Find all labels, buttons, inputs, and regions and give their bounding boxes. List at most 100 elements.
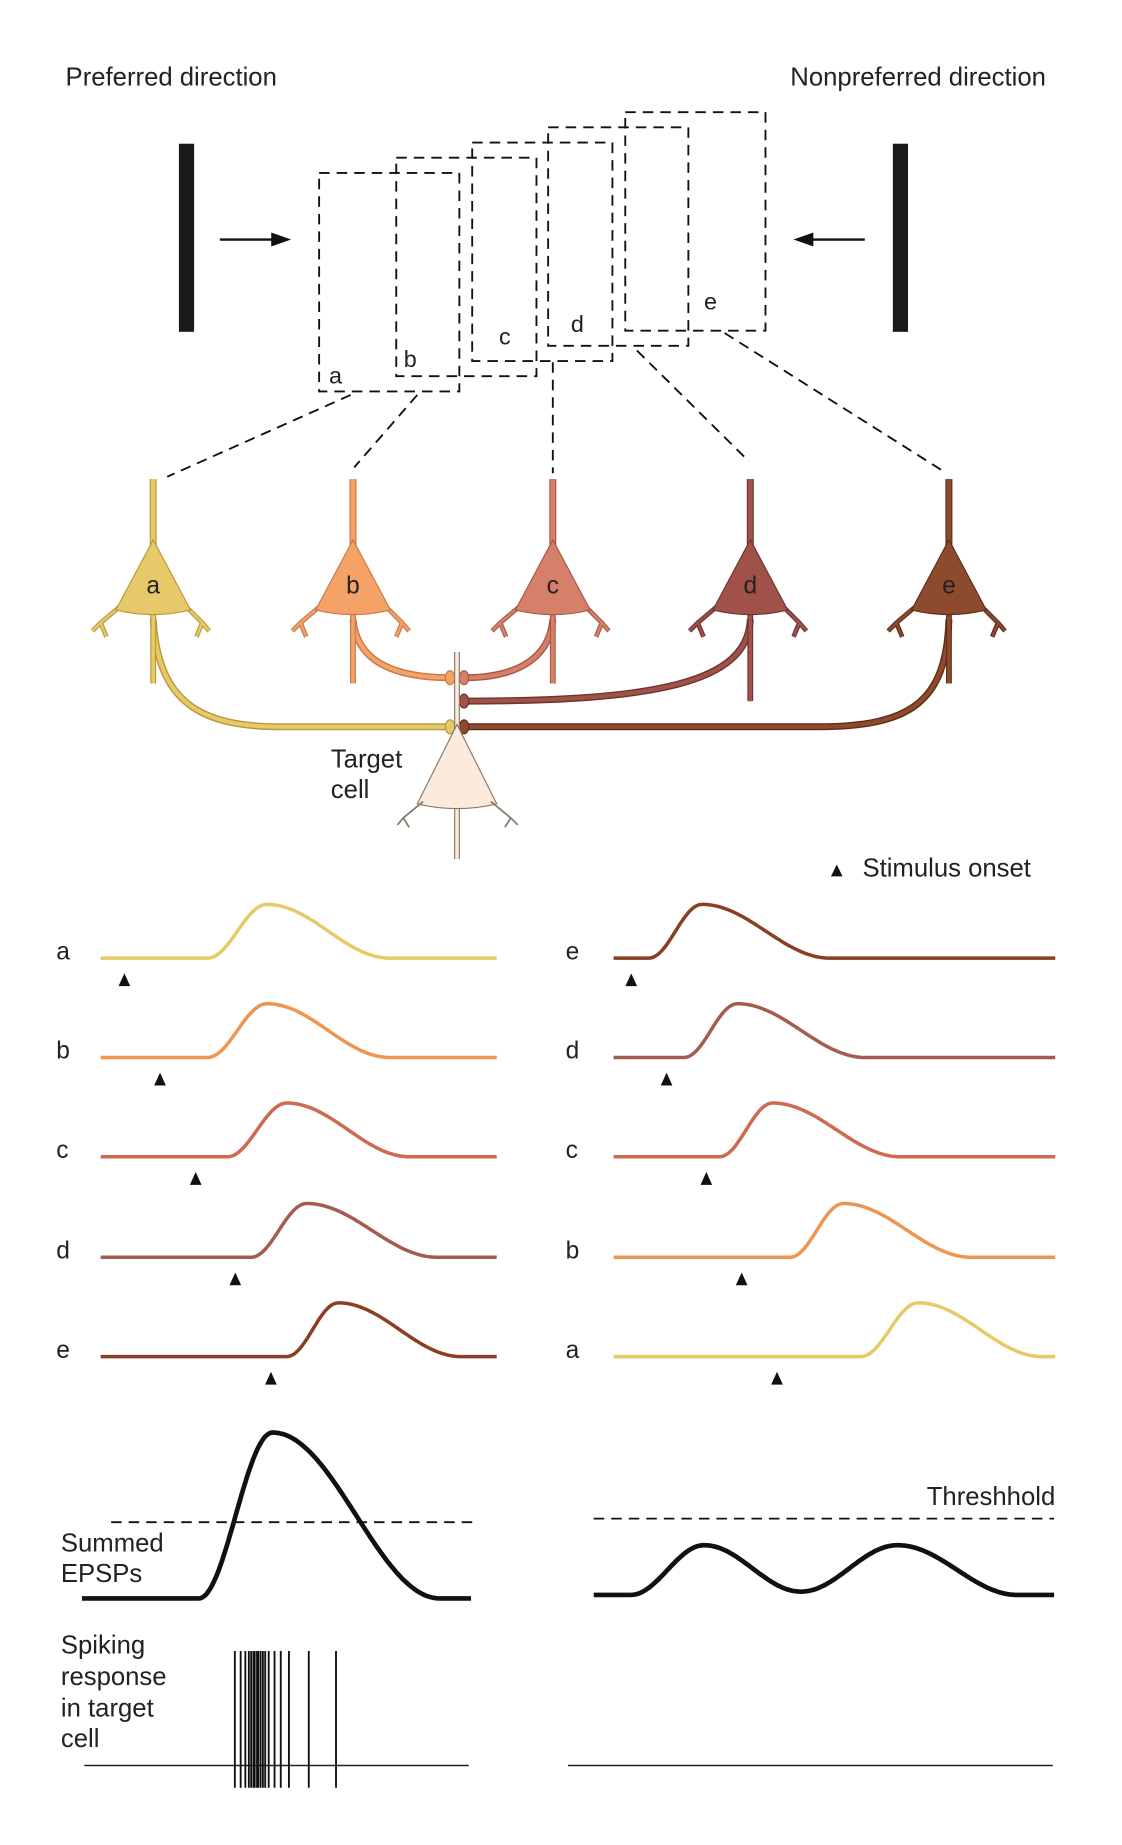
epsp-trace-line [100, 1001, 497, 1060]
stimulus-onset-marker [735, 1272, 748, 1286]
neuron-label: b [346, 573, 360, 600]
trace-label: c [56, 1137, 68, 1164]
receptive-field-label: d [571, 311, 584, 337]
nonpreferred-summed-epsp-line [593, 1542, 1055, 1598]
left-moving-bar [178, 143, 195, 332]
summed-epsps [81, 1430, 1055, 1601]
basal-dendrites [291, 603, 410, 638]
stimulus-onset-marker [625, 973, 638, 987]
trace-label: c [566, 1137, 578, 1164]
preferred-trace-b: b [56, 1001, 497, 1086]
neuron-label: d [743, 573, 757, 600]
soma [712, 538, 789, 616]
spiking-label-4: cell [61, 1725, 100, 1753]
receptive-field-c [471, 141, 614, 362]
soma [910, 538, 988, 616]
epsp-trace-line [100, 902, 497, 960]
neuron-c: c [490, 479, 611, 684]
trace-label: e [56, 1337, 70, 1364]
trace-label: a [566, 1337, 580, 1364]
preferred-direction-label: Preferred direction [66, 63, 277, 91]
epsp-trace-line [613, 1201, 1056, 1260]
epsp-trace-line [613, 1001, 1056, 1060]
epsp-trace-line [100, 1201, 497, 1260]
neuron-d: d [687, 479, 809, 702]
epsp-trace-line [613, 902, 1056, 960]
receptive-field-d [547, 126, 690, 347]
nonpreferred-trace-a: a [566, 1301, 1056, 1385]
basal-dendrites [491, 603, 610, 638]
neuron-label: e [942, 573, 956, 600]
summed-label-1: Summed [61, 1530, 164, 1558]
summed-label-2: EPSPs [61, 1560, 142, 1588]
stimulus-onset-label: Stimulus onset [862, 854, 1030, 882]
nonpreferred-trace-d: d [566, 1001, 1056, 1086]
basal-dendrites [887, 603, 1006, 638]
nonpreferred-direction-label: Nonpreferred direction [790, 63, 1046, 91]
threshold-label: Threshhold [927, 1483, 1056, 1511]
preferred-trace-e: e [56, 1301, 497, 1385]
target-cell-label-1: Target [331, 746, 402, 774]
stimulus-onset-marker [229, 1272, 242, 1286]
receptive-field-b [395, 156, 538, 378]
basal-dendrites [91, 603, 211, 638]
spike-raster [84, 1651, 1053, 1788]
left-arrow-icon [793, 232, 865, 247]
synapse-c [458, 670, 470, 686]
right-arrow-icon [219, 232, 292, 247]
axon-a [151, 619, 450, 729]
spiking-label-1: Spiking [61, 1631, 145, 1659]
nonpreferred-trace-e: e [566, 902, 1056, 987]
spiking-label-2: response [61, 1663, 167, 1691]
spiking-label-3: in target [61, 1694, 154, 1722]
soma [514, 538, 592, 616]
epsp-trace-line [613, 1301, 1056, 1359]
input-neurons: a b c d e [90, 479, 1007, 702]
neuron-label: c [547, 573, 559, 600]
stimulus-onset-marker [660, 1072, 673, 1086]
target-cell [396, 652, 519, 859]
receptive-field-label: c [499, 324, 511, 350]
neuron-b: b [290, 479, 411, 684]
preferred-summed-epsp-line [81, 1430, 472, 1601]
receptive-field-e [624, 111, 767, 332]
synapse-b [444, 670, 456, 686]
trace-label: b [566, 1237, 580, 1264]
target-cell-label-2: cell [331, 776, 370, 804]
basal-dendrites [688, 603, 808, 638]
trace-label: d [566, 1038, 580, 1065]
neuron-label: a [146, 573, 160, 600]
stimulus-onset-marker [154, 1072, 166, 1086]
triangle-icon [830, 864, 843, 877]
epsp-traces: a b c d e e d c b a [56, 902, 1056, 1385]
synapse-d [458, 693, 470, 709]
axon-outline-c [464, 618, 557, 682]
receptive-field-a [318, 171, 461, 393]
target-soma [416, 723, 498, 810]
epsp-trace-line [613, 1101, 1056, 1159]
right-moving-bar [892, 143, 909, 332]
trace-label: d [56, 1237, 70, 1264]
axon-d [464, 619, 753, 704]
soma [114, 538, 192, 616]
field-connectors [166, 332, 948, 478]
nonpreferred-trace-b: b [566, 1201, 1056, 1286]
soma [314, 538, 392, 616]
preferred-trace-a: a [56, 902, 497, 987]
neuron-a: a [90, 479, 212, 684]
target-dendrites [396, 800, 519, 828]
stimulus-onset-marker [700, 1171, 713, 1185]
receptive-field-label: a [329, 362, 342, 388]
trace-label: a [56, 938, 70, 965]
stimulus-onset-marker [118, 973, 131, 987]
stimulus-onset-marker [189, 1171, 202, 1185]
stimulus-onset-marker [265, 1371, 277, 1385]
preferred-trace-c: c [56, 1101, 497, 1185]
trace-label: e [566, 938, 580, 965]
receptive-field-label: e [704, 289, 717, 315]
epsp-trace-line [100, 1301, 497, 1359]
preferred-trace-d: d [56, 1201, 497, 1286]
nonpreferred-trace-c: c [566, 1101, 1056, 1185]
